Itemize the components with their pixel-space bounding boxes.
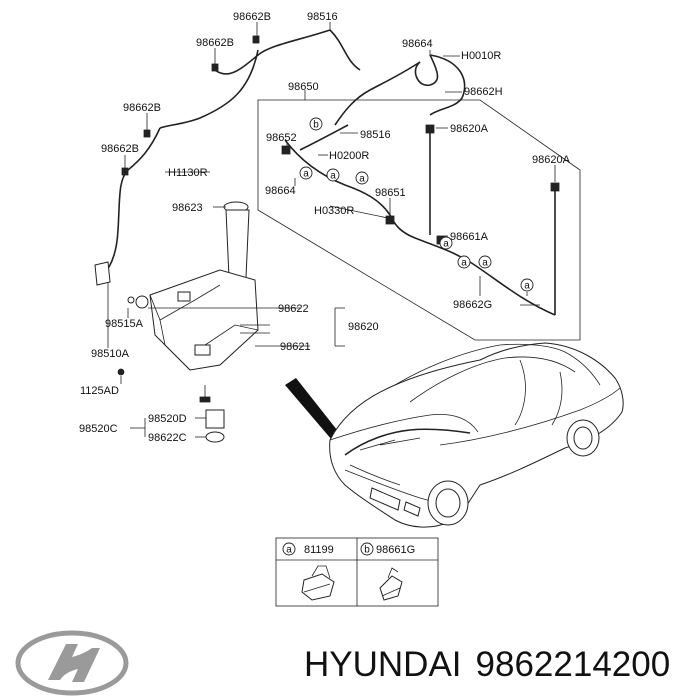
car-illustration — [285, 342, 624, 528]
clip-81199-drawing — [301, 565, 335, 601]
label-98652: 98652 — [266, 132, 297, 144]
washer-reservoir — [94, 201, 270, 376]
label-98516-2: 98516 — [360, 129, 391, 141]
legend-item-a: a 81199 — [282, 542, 334, 556]
callout-a-2: a — [326, 168, 340, 182]
label-98516-1: 98516 — [307, 11, 338, 23]
hyundai-logo — [15, 630, 129, 696]
label-98662B-1: 98662B — [233, 11, 271, 23]
callout-a-7: a — [520, 278, 534, 292]
label-98622C: 98622C — [148, 432, 187, 444]
callout-a-4: a — [439, 236, 453, 250]
svg-text:b: b — [313, 120, 319, 131]
label-98620A-2: 98620A — [532, 154, 571, 166]
label-98622: 98622 — [278, 303, 309, 315]
brand-name: HYUNDAI — [304, 645, 462, 684]
washer-pump-parts — [199, 385, 225, 443]
svg-text:a: a — [286, 545, 292, 556]
label-98662B-2: 98662B — [196, 37, 234, 49]
part-labels: 98662B 98516 98662B 98664 H0010R 98662H … — [79, 11, 571, 444]
svg-text:a: a — [524, 281, 530, 292]
label-98664-1: 98664 — [402, 38, 433, 50]
svg-text:a: a — [443, 239, 449, 250]
callout-a-5: a — [457, 255, 471, 269]
label-98620A-1: 98620A — [450, 123, 489, 135]
label-H0200R: H0200R — [329, 150, 369, 162]
label-98650: 98650 — [288, 81, 319, 93]
washer-hose-left — [104, 29, 361, 273]
callout-a-3: a — [355, 171, 369, 185]
svg-text:a: a — [482, 258, 488, 269]
svg-text:a: a — [303, 169, 309, 180]
label-1125AD: 1125AD — [80, 385, 119, 397]
label-98662B-4: 98662B — [101, 143, 139, 155]
label-98662B-3: 98662B — [123, 102, 161, 114]
legend-table: a 81199 b 98661G — [275, 537, 439, 607]
label-98515A: 98515A — [105, 318, 144, 330]
callout-b-1: b — [309, 117, 323, 131]
part-number: 9862214200 — [475, 645, 671, 684]
washer-hose-rear — [334, 54, 466, 126]
svg-text:b: b — [364, 545, 370, 556]
label-H0330R: H0330R — [314, 205, 354, 217]
label-98664-2: 98664 — [265, 185, 296, 197]
leader-lines — [107, 22, 556, 438]
label-H0010R: H0010R — [461, 50, 501, 62]
svg-text:a: a — [330, 171, 336, 182]
svg-text:98661G: 98661G — [376, 544, 415, 556]
clip-98661G-drawing — [379, 567, 403, 601]
label-98662H: 98662H — [464, 86, 503, 98]
svg-text:81199: 81199 — [304, 544, 334, 556]
callout-a-6: a — [478, 255, 492, 269]
legend-item-b: b 98661G — [360, 542, 415, 556]
callout-a-1: a — [299, 166, 313, 180]
label-98520D: 98520D — [148, 413, 187, 425]
svg-text:a: a — [359, 174, 365, 185]
label-98661A: 98661A — [450, 231, 489, 243]
label-98621: 98621 — [280, 341, 311, 353]
label-H1130R: H1130R — [168, 167, 208, 179]
label-98662G: 98662G — [453, 299, 492, 311]
footer-caption: HYUNDAI 9862214200 — [304, 643, 684, 687]
label-98620: 98620 — [348, 321, 379, 333]
label-98510A: 98510A — [91, 348, 130, 360]
label-98623: 98623 — [172, 202, 203, 214]
label-98651: 98651 — [375, 187, 406, 199]
svg-text:a: a — [461, 258, 467, 269]
label-98520C: 98520C — [79, 423, 118, 435]
